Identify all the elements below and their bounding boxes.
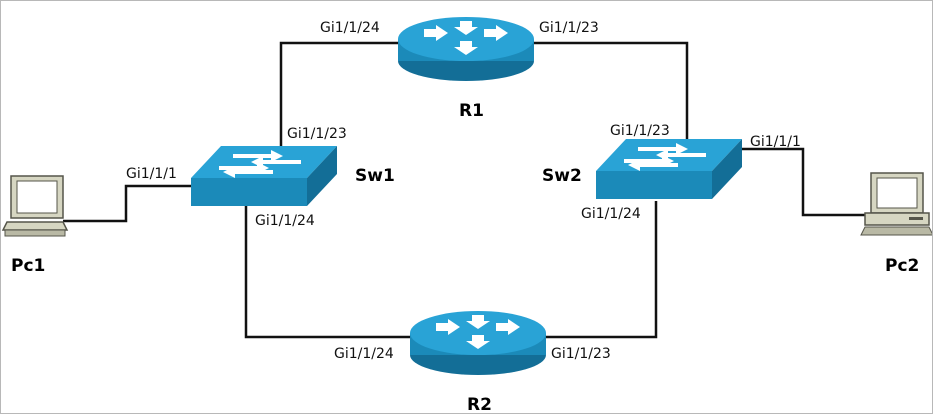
port-label-r2-sw1-r2: Gi1/1/24 xyxy=(334,346,394,362)
router-icon-r1 xyxy=(398,17,534,81)
router-icon-r2 xyxy=(410,311,546,375)
link-pc1-sw1 xyxy=(63,184,191,223)
port-label-pc2-sw2: Gi1/1/1 xyxy=(750,134,801,150)
port-label-r1-sw2-r1: Gi1/1/23 xyxy=(539,20,599,36)
switch-icon-sw1 xyxy=(191,146,337,206)
pc-icon-pc2 xyxy=(860,172,932,236)
device-name-pc1: Pc1 xyxy=(11,256,45,276)
device-name-r2: R2 xyxy=(467,395,492,413)
port-label-r2-sw2-r2: Gi1/1/23 xyxy=(551,346,611,362)
port-label-r1-sw1-r1: Gi1/1/24 xyxy=(320,20,380,36)
port-label-r2-sw1-sw1: Gi1/1/24 xyxy=(255,213,315,229)
port-label-r2-sw2-sw2: Gi1/1/24 xyxy=(581,206,641,222)
port-label-pc1-sw1: Gi1/1/1 xyxy=(126,166,177,182)
device-name-sw1: Sw1 xyxy=(355,166,395,186)
port-label-r1-sw1-sw1: Gi1/1/23 xyxy=(287,126,347,142)
device-name-r1: R1 xyxy=(459,101,484,121)
link-r2-sw1 xyxy=(244,201,411,339)
link-r2-sw2 xyxy=(545,201,658,339)
link-r1-sw1 xyxy=(279,41,399,151)
device-name-sw2: Sw2 xyxy=(542,166,582,186)
link-pc2-sw2 xyxy=(741,147,869,217)
port-label-r1-sw2-sw2: Gi1/1/23 xyxy=(610,123,670,139)
link-r1-sw2 xyxy=(533,41,689,149)
device-name-pc2: Pc2 xyxy=(885,256,919,276)
switch-icon-sw2 xyxy=(596,139,742,199)
pc-icon-pc1 xyxy=(1,175,69,237)
